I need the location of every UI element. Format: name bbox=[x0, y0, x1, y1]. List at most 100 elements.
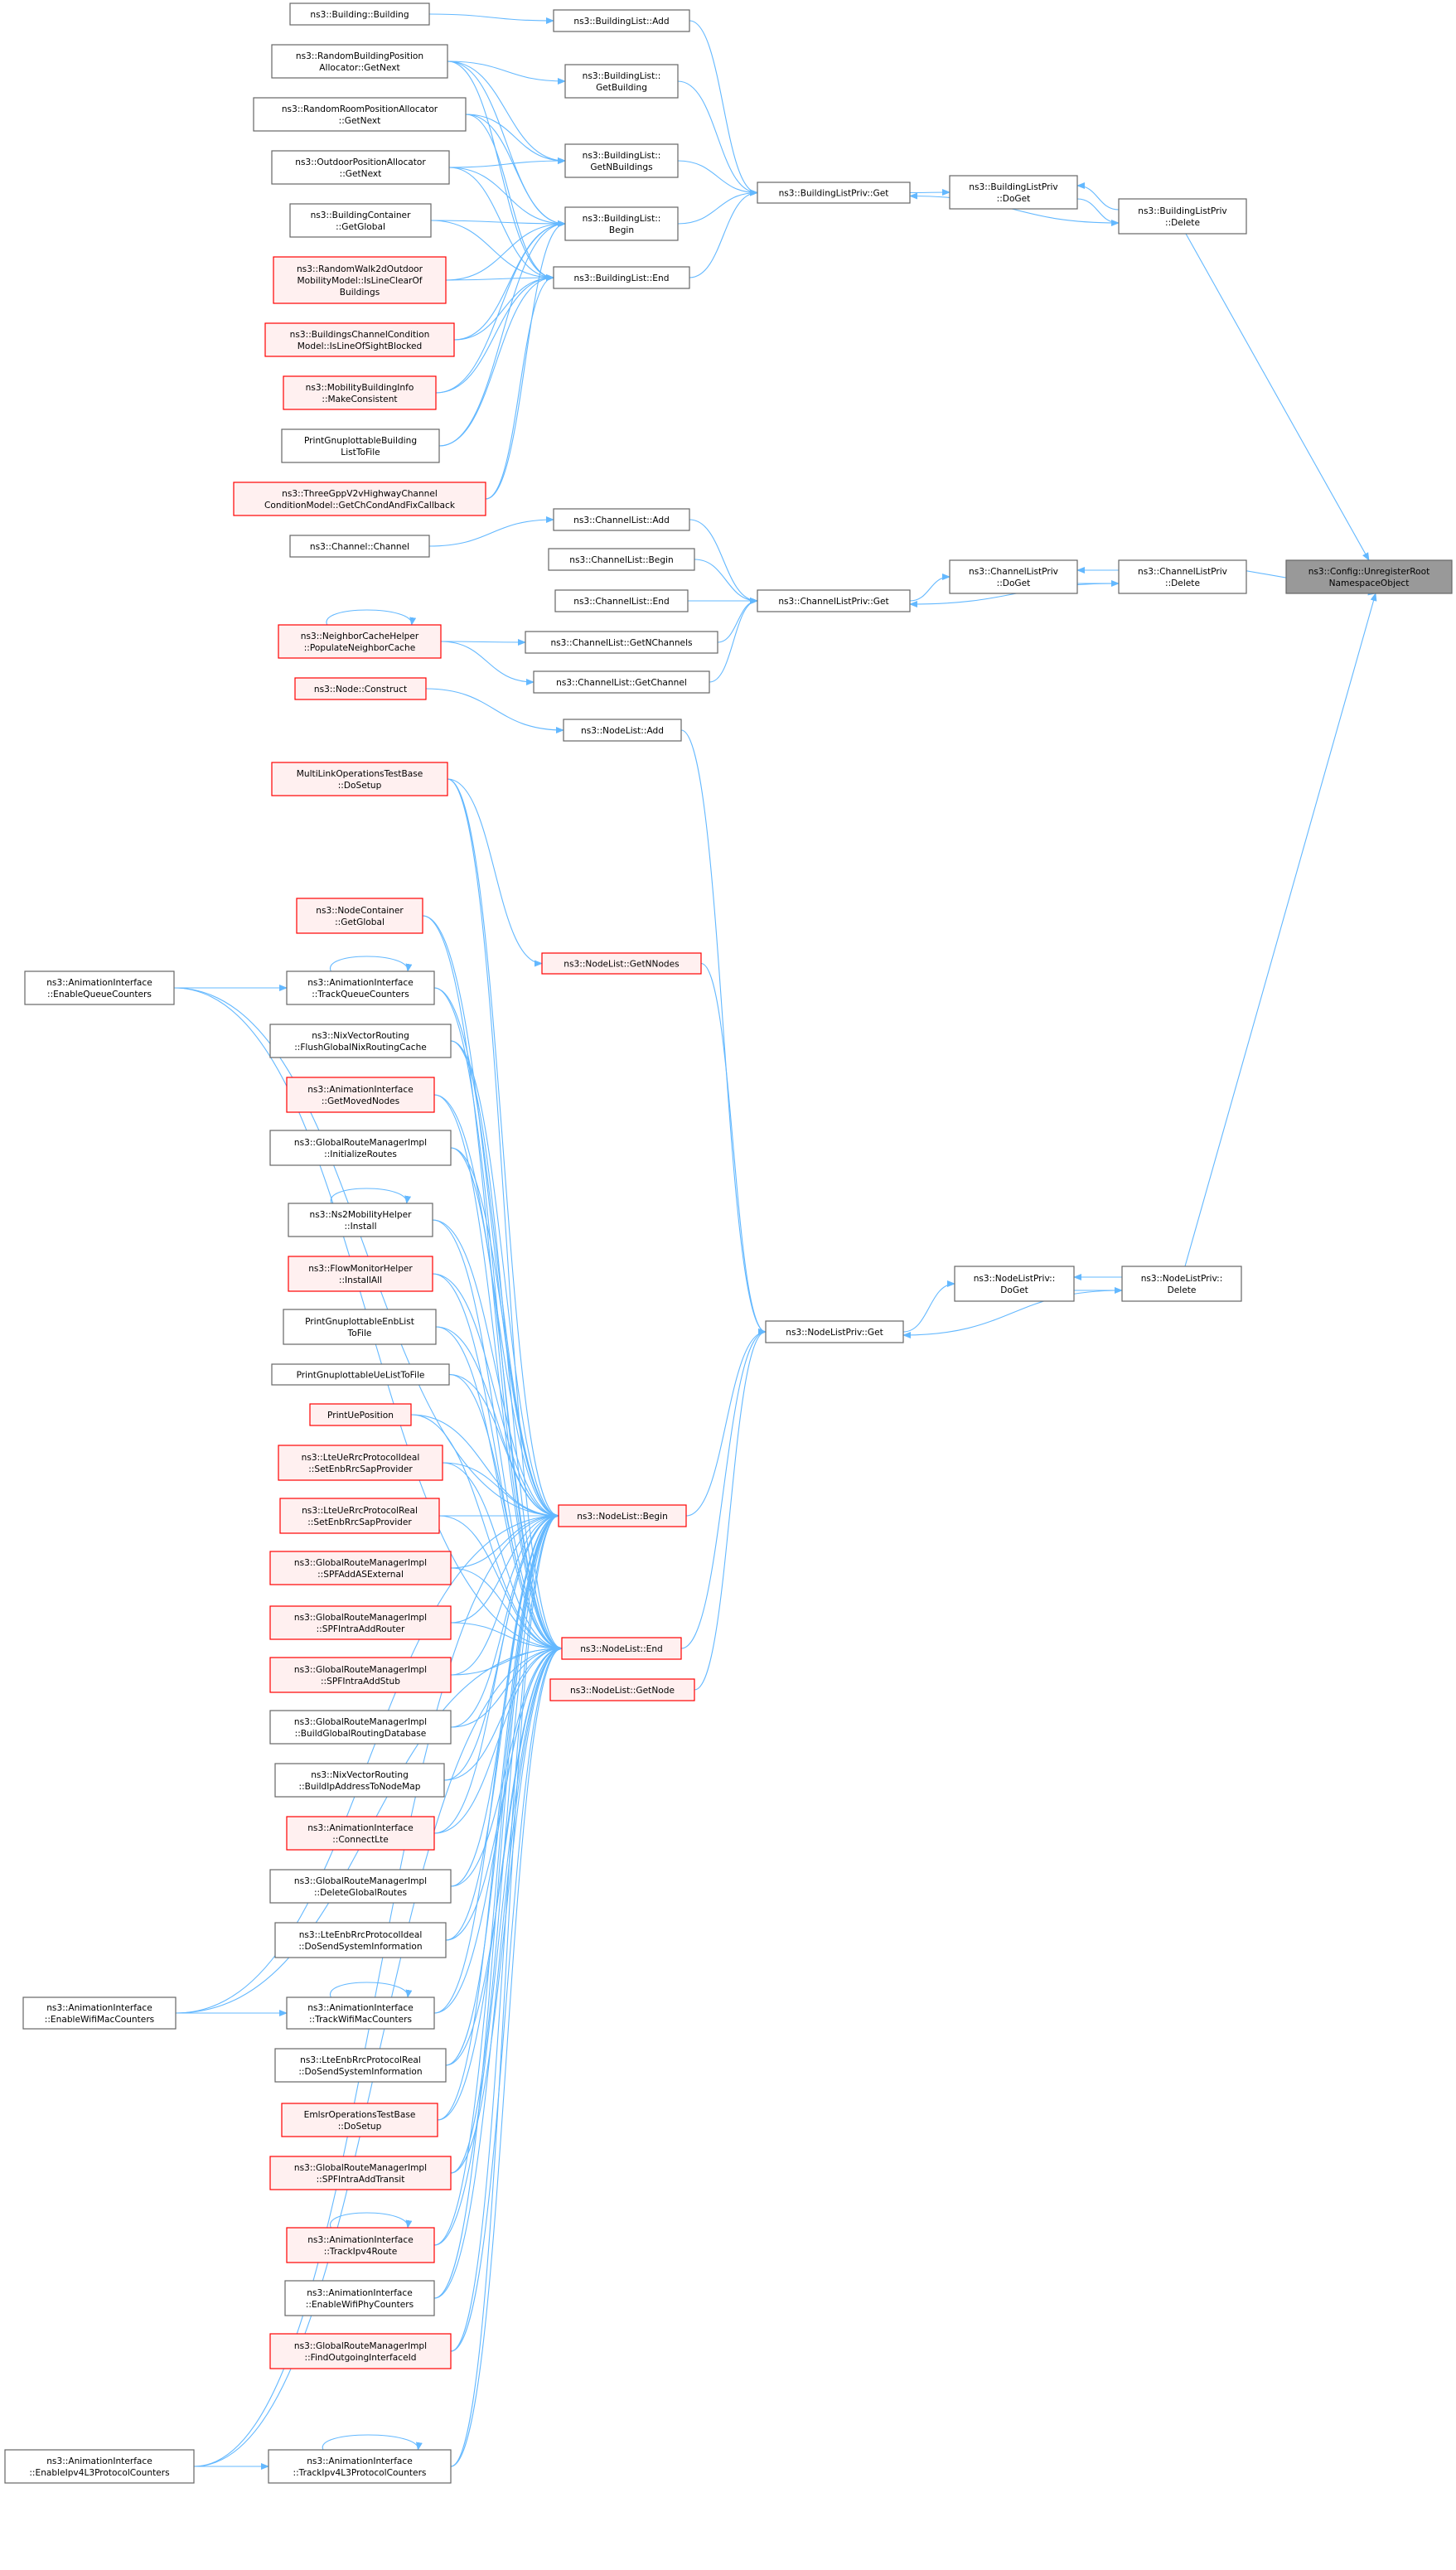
node-label: ns3::ChannelList::End bbox=[573, 597, 669, 607]
function-node[interactable]: ns3::ChannelListPriv::DoGet bbox=[949, 559, 1078, 594]
function-node[interactable]: ns3::AnimationInterface::TrackIpv4Route bbox=[286, 2227, 435, 2263]
node-layer: ns3::Building::Buildingns3::BuildingList… bbox=[4, 2, 1453, 2484]
function-node[interactable]: ns3::AnimationInterface::GetMovedNodes bbox=[286, 1077, 435, 1113]
node-box bbox=[294, 677, 427, 700]
function-node[interactable]: ns3::AnimationInterface::EnableWifiPhyCo… bbox=[284, 2280, 435, 2316]
function-node[interactable]: ns3::AnimationInterface::ConnectLte bbox=[286, 1816, 435, 1851]
function-node[interactable]: ns3::BuildingList::Begin bbox=[564, 206, 679, 241]
node-label-line: ::SetEnbRrcSapProvider bbox=[307, 1517, 412, 1527]
function-node[interactable]: ns3::NeighborCacheHelper::PopulateNeighb… bbox=[278, 624, 442, 659]
function-node[interactable]: ns3::NixVectorRouting::BuildIpAddressToN… bbox=[274, 1763, 445, 1798]
node-label-line: ns3::BuildingListPriv bbox=[969, 182, 1057, 192]
node-label-line: ::PopulateNeighborCache bbox=[304, 643, 416, 653]
function-node[interactable]: ns3::Channel::Channel bbox=[289, 535, 430, 558]
function-node[interactable]: ns3::NodeList::Begin bbox=[558, 1504, 687, 1527]
function-node[interactable]: ns3::ChannelListPriv::Get bbox=[757, 589, 911, 612]
function-node[interactable]: ns3::NodeList::GetNode bbox=[549, 1678, 695, 1701]
node-label-line: ns3::AnimationInterface bbox=[307, 978, 414, 988]
function-node[interactable]: EmlsrOperationsTestBase::DoSetup bbox=[281, 2103, 438, 2137]
function-node[interactable]: ns3::Ns2MobilityHelper::Install bbox=[288, 1203, 433, 1237]
node-box bbox=[553, 266, 690, 289]
node-label-line: PrintUePosition bbox=[327, 1411, 394, 1421]
function-node[interactable]: ns3::NixVectorRouting::FlushGlobalNixRou… bbox=[269, 1024, 452, 1058]
function-node[interactable]: ns3::GlobalRouteManagerImpl::SPFIntraAdd… bbox=[269, 2156, 452, 2190]
function-node[interactable]: ns3::LteEnbRrcProtocolReal::DoSendSystem… bbox=[274, 2048, 447, 2083]
function-node[interactable]: ns3::NodeListPriv::Get bbox=[765, 1320, 904, 1343]
function-node[interactable]: ns3::MobilityBuildingInfo::MakeConsisten… bbox=[283, 375, 437, 410]
function-node[interactable]: ns3::NodeListPriv::Delete bbox=[1121, 1266, 1242, 1302]
function-node[interactable]: ns3::ChannelList::GetNChannels bbox=[525, 631, 718, 654]
function-node[interactable]: ns3::BuildingListPriv::Get bbox=[757, 181, 911, 204]
function-node[interactable]: ns3::GlobalRouteManagerImpl::InitializeR… bbox=[269, 1130, 452, 1166]
function-node[interactable]: ns3::AnimationInterface::TrackWifiMacCou… bbox=[286, 1996, 435, 2030]
function-node[interactable]: ns3::AnimationInterface::EnableQueueCoun… bbox=[24, 970, 175, 1005]
function-node[interactable]: ns3::ChannelList::Add bbox=[553, 508, 690, 531]
node-label: ns3::BuildingContainer::GetGlobal bbox=[311, 211, 412, 232]
node-box bbox=[548, 548, 695, 571]
function-node[interactable]: ns3::AnimationInterface::EnableWifiMacCo… bbox=[22, 1996, 177, 2030]
function-node[interactable]: ns3::GlobalRouteManagerImpl::FindOutgoin… bbox=[269, 2333, 452, 2369]
function-node[interactable]: ns3::LteEnbRrcProtocolIdeal::DoSendSyste… bbox=[274, 1922, 447, 1958]
call-edge bbox=[485, 274, 554, 500]
function-node[interactable]: ns3::AnimationInterface::TrackIpv4L3Prot… bbox=[268, 2449, 452, 2484]
function-node[interactable]: ns3::BuildingListPriv::DoGet bbox=[949, 175, 1078, 210]
node-label-line: ns3::Node::Construct bbox=[314, 685, 407, 695]
node-label: ns3::Channel::Channel bbox=[310, 542, 409, 552]
function-node[interactable]: PrintUePosition bbox=[309, 1403, 412, 1426]
function-node[interactable]: ns3::AnimationInterface::TrackQueueCount… bbox=[286, 970, 435, 1005]
function-node[interactable]: ns3::Node::Construct bbox=[294, 677, 427, 700]
function-node[interactable]: ns3::GlobalRouteManagerImpl::SPFIntraAdd… bbox=[269, 1605, 452, 1640]
node-box bbox=[533, 670, 710, 694]
node-label: ns3::AnimationInterface::TrackIpv4L3Prot… bbox=[293, 2456, 427, 2478]
function-node[interactable]: ns3::GlobalRouteManagerImpl::SPFIntraAdd… bbox=[269, 1657, 452, 1693]
function-node[interactable]: ns3::NodeList::End bbox=[561, 1637, 682, 1660]
function-node[interactable]: ns3::GlobalRouteManagerImpl::SPFAddASExt… bbox=[269, 1551, 452, 1585]
node-label-line: ToFile bbox=[347, 1329, 372, 1338]
function-node[interactable]: ns3::ChannelList::GetChannel bbox=[533, 670, 710, 694]
call-edge bbox=[440, 638, 526, 646]
function-node[interactable]: PrintGnuplottableUeListToFile bbox=[271, 1363, 450, 1386]
function-node[interactable]: MultiLinkOperationsTestBase::DoSetup bbox=[271, 762, 448, 796]
function-node[interactable]: ns3::NodeList::GetNNodes bbox=[541, 952, 702, 975]
function-node[interactable]: ns3::OutdoorPositionAllocator::GetNext bbox=[271, 150, 450, 185]
function-node[interactable]: ns3::FlowMonitorHelper::InstallAll bbox=[288, 1256, 433, 1292]
function-node[interactable]: ns3::BuildingList::End bbox=[553, 266, 690, 289]
node-label-line: ::MakeConsistent bbox=[322, 394, 397, 404]
function-node[interactable]: ns3::BuildingList::Add bbox=[553, 9, 690, 32]
function-node[interactable]: ns3::NodeList::Add bbox=[563, 719, 682, 742]
function-node[interactable]: ns3::Building::Building bbox=[289, 2, 430, 26]
node-label-line: ::DoSetup bbox=[338, 2122, 382, 2132]
function-node[interactable]: ns3::GlobalRouteManagerImpl::BuildGlobal… bbox=[269, 1710, 452, 1745]
function-node[interactable]: ns3::LteUeRrcProtocolReal::SetEnbRrcSapP… bbox=[279, 1498, 440, 1534]
function-node[interactable]: ns3::AnimationInterface::EnableIpv4L3Pro… bbox=[4, 2449, 195, 2484]
node-label: ns3::RandomRoomPositionAllocator::GetNex… bbox=[282, 104, 438, 126]
node-label-line: ns3::AnimationInterface bbox=[307, 2003, 414, 2013]
function-node[interactable]: ns3::RandomRoomPositionAllocator::GetNex… bbox=[253, 97, 467, 132]
function-node[interactable]: ns3::BuildingList::GetNBuildings bbox=[564, 143, 679, 178]
function-node[interactable]: ns3::BuildingList::GetBuilding bbox=[564, 64, 679, 99]
function-node[interactable]: ns3::LteUeRrcProtocolIdeal::SetEnbRrcSap… bbox=[278, 1445, 443, 1481]
call-edge bbox=[445, 220, 566, 281]
function-node[interactable]: ns3::GlobalRouteManagerImpl::DeleteGloba… bbox=[269, 1869, 452, 1904]
node-label-line: ns3::ChannelList::GetNChannels bbox=[550, 638, 692, 648]
node-label-line: Allocator::GetNext bbox=[319, 63, 399, 73]
node-label: ns3::AnimationInterface::ConnectLte bbox=[307, 1823, 414, 1845]
node-label: ns3::GlobalRouteManagerImpl::FindOutgoin… bbox=[294, 2341, 427, 2363]
function-node[interactable]: ns3::ChannelList::Begin bbox=[548, 548, 695, 571]
function-node[interactable]: ns3::ChannelListPriv::Delete bbox=[1118, 559, 1247, 594]
node-label: ns3::GlobalRouteManagerImpl::BuildGlobal… bbox=[294, 1717, 427, 1739]
function-node[interactable]: ns3::NodeContainer::GetGlobal bbox=[296, 898, 423, 934]
function-node[interactable]: ns3::BuildingContainer::GetGlobal bbox=[289, 203, 432, 238]
function-node[interactable]: ns3::NodeListPriv::DoGet bbox=[954, 1266, 1075, 1302]
function-node[interactable]: ns3::ChannelList::End bbox=[554, 589, 689, 612]
function-node[interactable]: ns3::BuildingListPriv::Delete bbox=[1118, 198, 1247, 235]
node-box bbox=[561, 1637, 682, 1660]
